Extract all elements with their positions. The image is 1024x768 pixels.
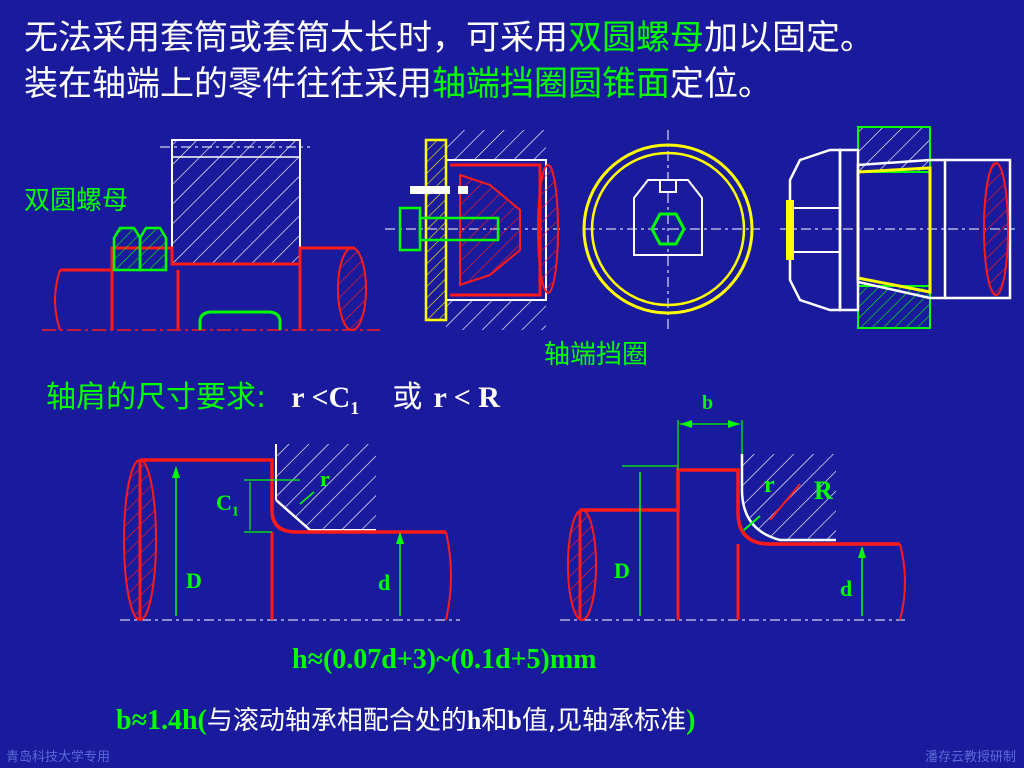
- end-plate-front-drawing: [582, 130, 760, 330]
- double-nut-drawing: [42, 139, 380, 331]
- header-line-1-text-a: 无法采用套筒或套筒太长时，可采用: [24, 18, 568, 58]
- requirement-or: 或: [392, 380, 423, 415]
- dim-D-right: D: [614, 558, 630, 583]
- footer-right: 潘存云教授研制: [924, 750, 1016, 765]
- header-line-1: 无法采用套筒或套筒太长时，可采用双圆螺母加以固定。: [24, 10, 874, 59]
- header-line-2: 装在轴端上的零件往往采用轴端挡圈圆锥面定位。: [24, 56, 772, 105]
- requirement-cond1-sub: 1: [350, 398, 360, 418]
- formula-b-mid: 与滚动轴承相配合处的: [206, 706, 467, 736]
- requirement-cond1-text: r <C: [291, 381, 351, 414]
- dim-r-left: r: [320, 466, 330, 491]
- dim-c1-text: C: [216, 490, 232, 515]
- dim-c1-sub: 1: [231, 504, 239, 520]
- header-line-2-text-a: 装在轴端上的零件往往采用: [24, 64, 432, 104]
- header-line-2-text-c: 定位。: [670, 64, 772, 104]
- requirement-title: 轴肩的尺寸要求:: [46, 380, 267, 415]
- label-double-nut: 双圆螺母: [24, 186, 129, 216]
- dim-c1: C1: [216, 490, 239, 520]
- formula-b-and: 和: [481, 706, 508, 736]
- shoulder-chamfer-drawing: [120, 444, 460, 621]
- cone-nut-drawing: [780, 126, 1015, 329]
- formula-b-h: h: [466, 706, 482, 735]
- header-line-1-text-c: 加以固定。: [704, 18, 874, 58]
- formula-h: h≈(0.07d+3)~(0.1d+5)mm: [292, 644, 597, 675]
- dim-d-right: d: [840, 576, 853, 601]
- formula-b-b: b: [507, 706, 522, 735]
- formula-b-close: ): [686, 705, 696, 736]
- requirement-cond2: r < R: [433, 381, 500, 414]
- requirement-line: 轴肩的尺寸要求: r <C1 或 r < R: [46, 372, 500, 419]
- header-line-2-highlight: 轴端挡圈圆锥面: [432, 64, 670, 104]
- dim-d-left: d: [378, 570, 391, 595]
- formula-b: b≈1.4h(与滚动轴承相配合处的h和b值,见轴承标准): [116, 700, 695, 737]
- requirement-cond1: r <C1: [291, 381, 359, 418]
- dim-R-right: R: [814, 476, 833, 505]
- formula-b-tail: 值,见轴承标准: [521, 706, 687, 736]
- formula-b-pre: b≈1.4h(: [116, 705, 207, 736]
- header-line-1-highlight: 双圆螺母: [568, 18, 704, 58]
- dim-b: b: [702, 392, 714, 414]
- dim-D-left: D: [186, 568, 202, 593]
- label-end-plate: 轴端挡圈: [544, 340, 649, 370]
- footer-left: 青岛科技大学专用: [6, 750, 111, 765]
- dim-r-right: r: [764, 472, 775, 498]
- end-plate-section-drawing: [385, 130, 560, 330]
- shoulder-fillet-drawing: [560, 420, 906, 621]
